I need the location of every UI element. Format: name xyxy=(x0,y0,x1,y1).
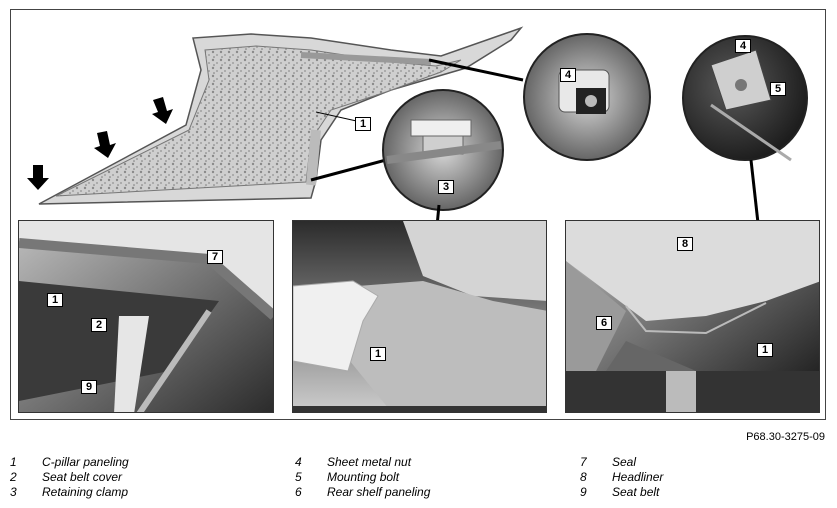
legend-text: Headliner xyxy=(612,470,664,484)
legend-number: 6 xyxy=(295,485,302,499)
legend-text: Retaining clamp xyxy=(42,485,129,499)
legend-text: Seat belt xyxy=(612,485,660,499)
callout-sheet-metal-nut: 4 xyxy=(560,68,576,82)
callout-c-pillar-paneling-left: 1 xyxy=(47,293,63,307)
legend-number: 2 xyxy=(10,470,17,484)
legend-text: C-pillar paneling xyxy=(42,455,129,469)
legend-text: Rear shelf paneling xyxy=(327,485,431,499)
legend-number: 1 xyxy=(10,455,17,469)
callout-seat-belt-cover: 2 xyxy=(91,318,107,332)
callout-seal: 7 xyxy=(207,250,223,264)
callout-rear-shelf-paneling: 6 xyxy=(596,316,612,330)
legend-text: Mounting bolt xyxy=(327,470,400,484)
legend-text: Seat belt cover xyxy=(42,470,123,484)
legend-number: 4 xyxy=(295,455,302,469)
figure-frame: 1 4 3 4 5 7 1 2 9 xyxy=(10,9,826,420)
callout-retaining-clamp: 3 xyxy=(438,180,454,194)
callout-c-pillar-paneling-right: 1 xyxy=(757,343,773,357)
legend-text: Sheet metal nut xyxy=(327,455,412,469)
c-pillar-panel-illustration xyxy=(27,26,808,211)
legend-number: 5 xyxy=(295,470,302,484)
callout-c-pillar-paneling-middle: 1 xyxy=(370,347,386,361)
legend-number: 3 xyxy=(10,485,17,499)
callout-c-pillar-paneling: 1 xyxy=(355,117,371,131)
legend-number: 9 xyxy=(580,485,587,499)
callout-seat-belt: 9 xyxy=(81,380,97,394)
callout-mounting-bolt: 5 xyxy=(770,82,786,96)
legend-number: 8 xyxy=(580,470,587,484)
photo-removing-paneling xyxy=(292,220,547,413)
legend-number: 7 xyxy=(580,455,587,469)
legend-text: Seal xyxy=(612,455,637,469)
callout-sheet-metal-nut-detail: 4 xyxy=(735,39,751,53)
callout-headliner: 8 xyxy=(677,237,693,251)
figure-id: P68.30-3275-09 xyxy=(746,431,825,443)
photo-rear-window-seal xyxy=(18,220,274,413)
